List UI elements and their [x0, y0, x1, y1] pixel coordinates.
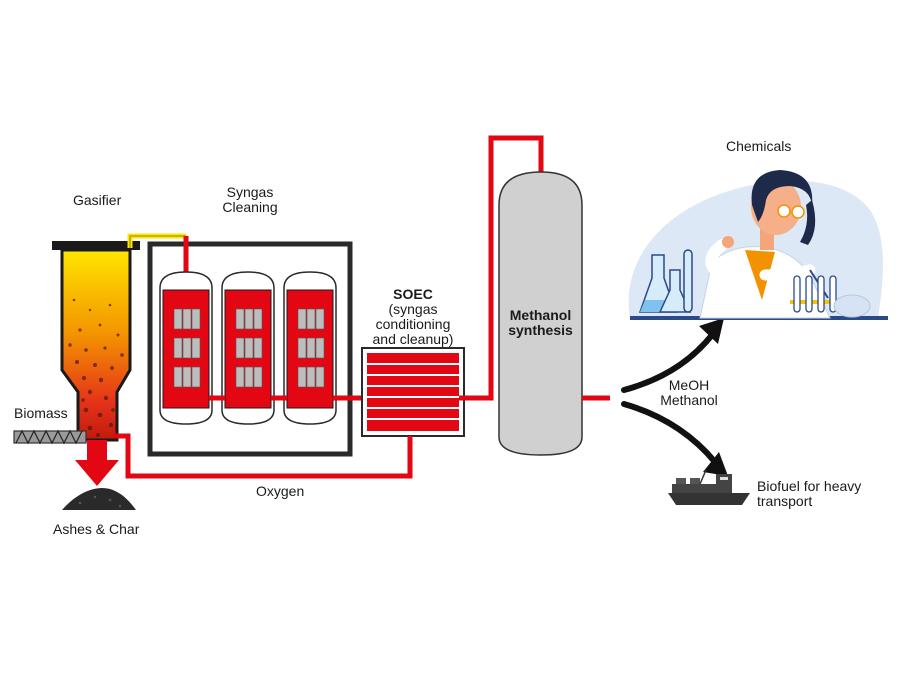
biofuel-label: Biofuel for heavy transport [757, 478, 862, 509]
ashes-char-label: Ashes & Char [53, 521, 140, 537]
cleaning-vessel-2 [221, 271, 275, 425]
biomass-label: Biomass [14, 405, 68, 421]
soec-unit [361, 347, 465, 437]
cargo-ship-icon [668, 469, 750, 505]
arrow-to-chemicals [621, 332, 715, 393]
cleaning-vessels [159, 271, 337, 425]
methanol-synthesis-label: Methanol synthesis [508, 307, 573, 338]
cleaning-vessel-3 [283, 271, 337, 425]
meoh-label: MeOH Methanol [660, 377, 718, 408]
gasifier-vessel [52, 241, 140, 442]
arrowhead-chemicals [699, 318, 724, 344]
soec-description-label: (syngas conditioning and cleanup) [372, 301, 454, 347]
syngas-cleaning-frame [147, 241, 353, 457]
chemicals-label: Chemicals [726, 138, 792, 154]
gasifier-label: Gasifier [73, 192, 122, 208]
scientist-illustration [628, 170, 888, 320]
output-arrows [621, 332, 718, 465]
arrowhead-biofuel [703, 452, 728, 476]
gasifier-particles [68, 298, 124, 437]
down-arrow-icon [75, 440, 119, 486]
screw-feeder-icon [13, 429, 87, 445]
cleaning-vessel-1 [159, 271, 213, 425]
arrow-to-biofuel [621, 401, 718, 465]
syngas-cleaning-label: Syngas Cleaning [222, 184, 278, 215]
methanol-vessel [498, 171, 583, 456]
soec-title-label: SOEC [393, 286, 433, 302]
oxygen-pipe [113, 433, 413, 479]
ash-pile-icon [62, 488, 136, 510]
soec-to-methanol-pipe [459, 135, 544, 401]
oxygen-label: Oxygen [256, 483, 305, 499]
